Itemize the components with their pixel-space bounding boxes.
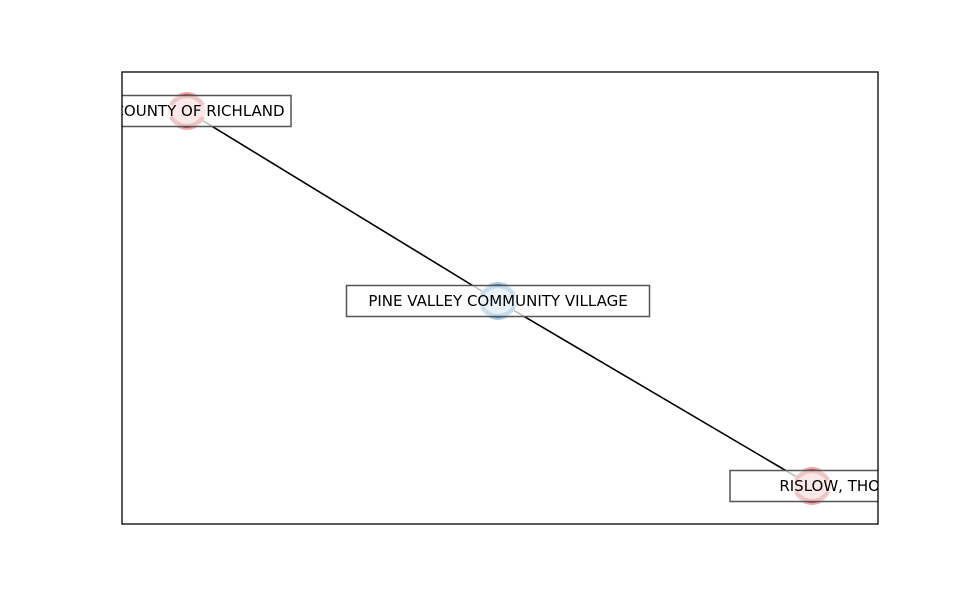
label-box	[345, 284, 651, 318]
axes-frame	[121, 71, 879, 525]
label-text: PINE VALLEY COMMUNITY VILLAGE	[368, 292, 627, 310]
label-box	[729, 469, 878, 503]
node-label-county: COUNTY OF RICHLAND	[113, 94, 292, 128]
label-text: RISLOW, THOMAS	[779, 477, 912, 495]
node-label-village: PINE VALLEY COMMUNITY VILLAGE	[345, 284, 651, 318]
node-label-rislow: RISLOW, THOMAS	[729, 469, 912, 503]
label-box	[122, 94, 292, 128]
edge-village-rislow	[497, 300, 813, 487]
label-text: COUNTY OF RICHLAND	[113, 102, 284, 120]
plot-area: COUNTY OF RICHLAND PINE VALLEY COMMUNITY …	[113, 92, 912, 505]
edge-county-village	[186, 110, 499, 302]
labels-layer: COUNTY OF RICHLAND PINE VALLEY COMMUNITY …	[113, 94, 912, 503]
edges-layer	[186, 110, 813, 487]
